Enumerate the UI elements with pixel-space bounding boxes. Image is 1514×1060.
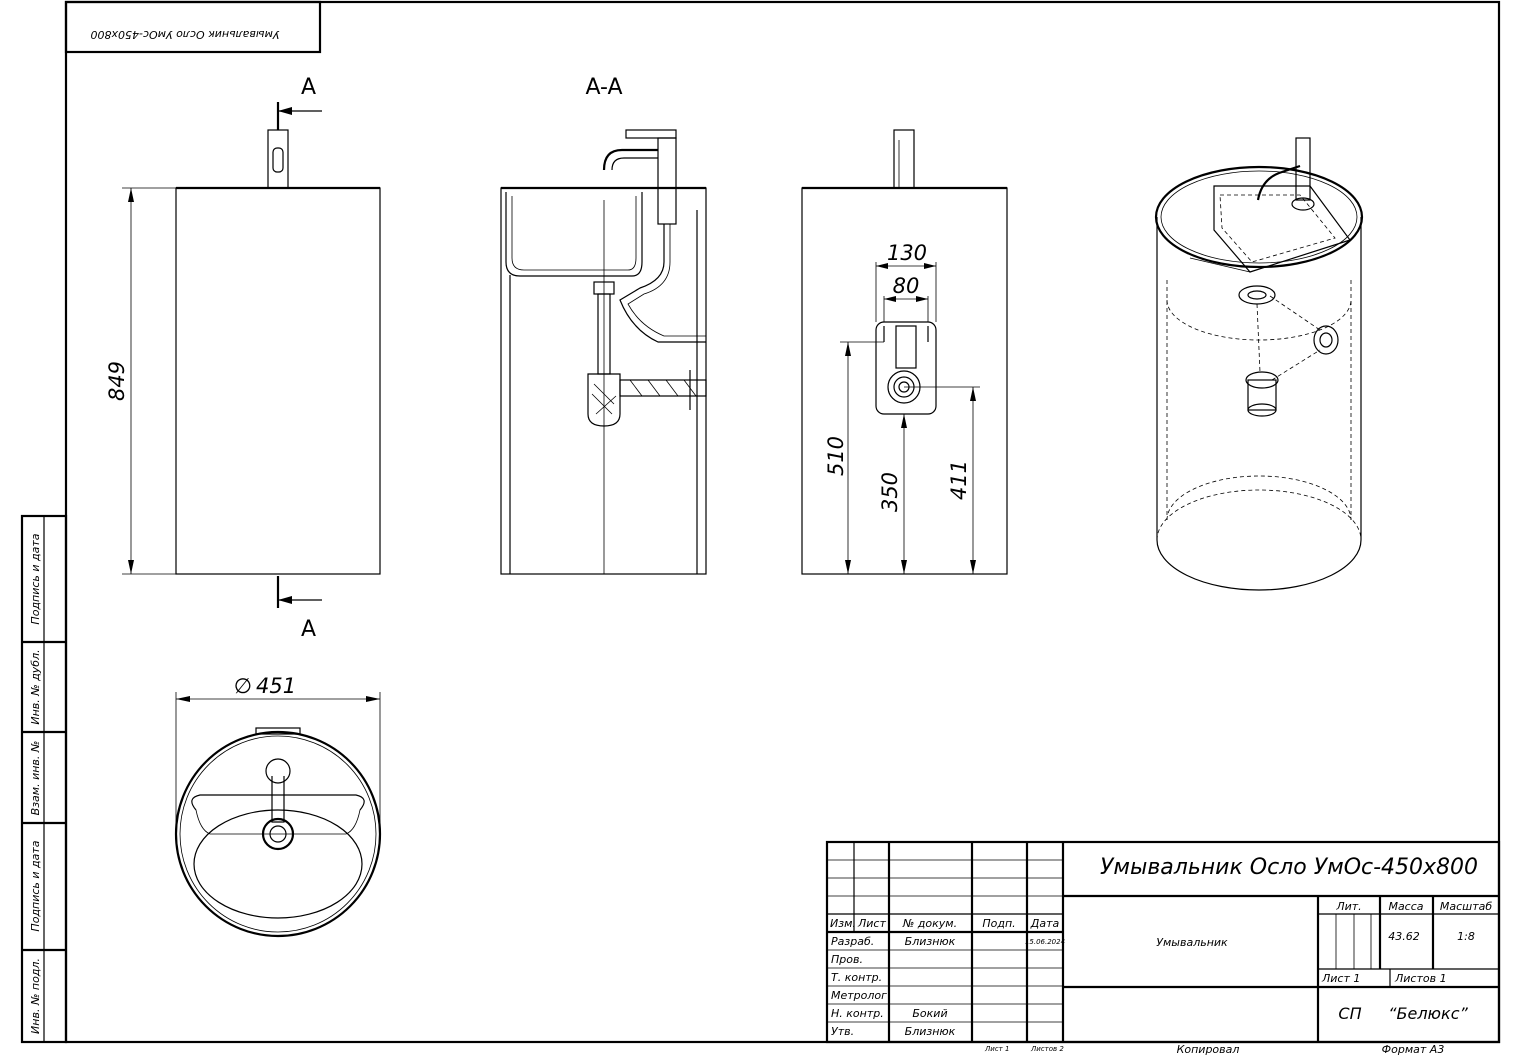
lit-label: Лит. xyxy=(1335,900,1361,913)
isometric-view xyxy=(1154,137,1364,591)
dim-connection-width: 130 xyxy=(887,241,927,265)
svg-text:Умывальник Осло УмОс-450х800: Умывальник Осло УмОс-450х800 xyxy=(90,28,279,41)
mass-value: 43.62 xyxy=(1388,930,1420,943)
role-razrab: Разраб. xyxy=(831,935,874,948)
role-metrolog: Метролог xyxy=(831,989,887,1002)
hdr-sign: Подп. xyxy=(982,917,1015,930)
top-view: ∅ 451 xyxy=(174,674,382,938)
stamp-cell-5: Инв. № подл. xyxy=(29,958,42,1034)
hdr-list: Лист xyxy=(857,917,886,930)
dim-bracket-width: 80 xyxy=(893,274,920,298)
role-prov: Пров. xyxy=(831,953,863,966)
dim-drain-height: 510 xyxy=(824,436,848,476)
back-view: 130 80 510 350 411 xyxy=(801,129,1008,575)
cut-mark-bottom: A xyxy=(301,617,316,642)
hdr-izm: Изм. xyxy=(830,917,856,930)
mass-label: Масса xyxy=(1388,900,1423,913)
hdr-date: Дата xyxy=(1030,917,1060,930)
hdr-doc-no: № докум. xyxy=(902,917,957,930)
role-n-kontr: Н. контр. xyxy=(831,1007,884,1020)
format-label: Формат А3 xyxy=(1382,1043,1445,1056)
copied-label: Копировал xyxy=(1177,1043,1240,1056)
dim-water-height: 350 xyxy=(878,472,902,512)
stamp-cell-2: Инв. № дубл. xyxy=(29,649,42,724)
product-name: Умывальник Осло УмОс-450х800 xyxy=(1100,855,1478,880)
dim-diameter: 451 xyxy=(256,674,296,698)
stamp-cell-1: Подпись и дата xyxy=(29,533,42,624)
dim-outlet-height: 411 xyxy=(947,460,971,500)
title-block: Изм. Лист № докум. Подп. Дата Разраб. Пр… xyxy=(825,840,1501,1056)
doc-name: Умывальник xyxy=(1156,936,1228,949)
date-value: 15.06.2024 xyxy=(1025,938,1065,946)
role-t-kontr: Т. контр. xyxy=(831,971,882,984)
stamp-cell-3: Взам. инв. № xyxy=(29,741,42,816)
name-utv: Близнюк xyxy=(905,1025,956,1038)
name-n-kontr: Бокий xyxy=(912,1007,947,1020)
scale-label: Масштаб xyxy=(1440,900,1492,913)
scale-value: 1:8 xyxy=(1457,930,1475,943)
company-name: “Белюкс” xyxy=(1388,1004,1468,1023)
diameter-symbol: ∅ xyxy=(234,674,252,698)
sheets-count: Листов 1 xyxy=(1394,972,1447,985)
stamp-cell-4: Подпись и дата xyxy=(29,840,42,931)
dim-height: 849 xyxy=(105,361,129,401)
cut-mark-top: A xyxy=(301,75,316,100)
name-razrab: Близнюк xyxy=(905,935,956,948)
sheet-no: Лист 1 xyxy=(1321,972,1360,985)
section-view: A-A xyxy=(500,75,707,575)
role-utv: Утв. xyxy=(831,1025,854,1038)
drawing-frame xyxy=(64,0,1501,1044)
bottom-sheets: Листов 2 xyxy=(1030,1045,1064,1053)
material-code: СП xyxy=(1338,1004,1361,1023)
section-title: A-A xyxy=(585,75,622,100)
bottom-sheet: Лист 1 xyxy=(984,1045,1009,1053)
side-stamp: Подпись и дата Инв. № дубл. Взам. инв. №… xyxy=(20,514,68,1044)
front-view: A A 849 xyxy=(105,75,381,642)
mirrored-stamp: Умывальник Осло УмОс-450х800 xyxy=(64,0,322,54)
